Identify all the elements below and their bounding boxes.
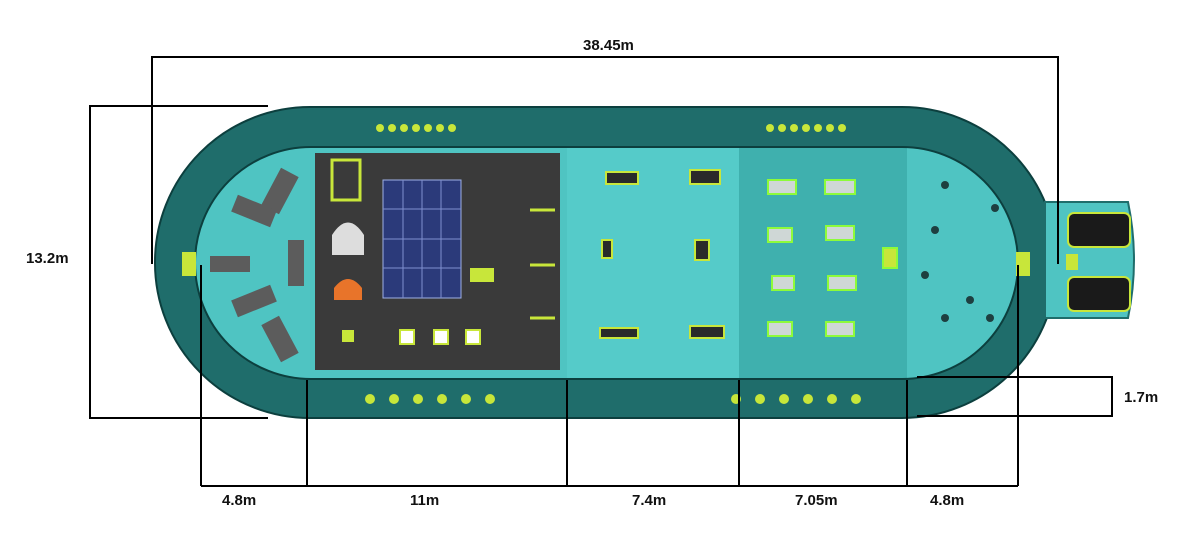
track-lights-top-right — [766, 124, 846, 132]
right-end-marker — [1016, 252, 1030, 276]
dim-track-width-line — [917, 376, 1113, 417]
vehicle-2 — [1067, 276, 1131, 312]
section-2-label: 11m — [410, 492, 440, 509]
overall-width-label: 13.2m — [26, 250, 69, 267]
bench-fan — [210, 167, 304, 363]
vehicle-1 — [1067, 212, 1131, 248]
cardio-machines — [599, 169, 725, 339]
people — [921, 181, 999, 322]
left-end-marker — [182, 252, 196, 276]
zone-cardio — [567, 147, 739, 379]
track-lights-bottom-left — [365, 394, 495, 404]
track-width-label: 1.7m — [1124, 389, 1159, 406]
section-5-label: 4.8m — [930, 492, 965, 509]
solar-grid — [383, 180, 461, 298]
section-1-label: 4.8m — [222, 492, 257, 509]
connector-block — [1066, 254, 1078, 270]
dim-overall-width-line — [89, 105, 268, 419]
overall-length-label: 38.45m — [583, 37, 634, 54]
strength-stations — [767, 179, 898, 337]
dim-overall-length-line — [151, 56, 1059, 264]
track-lights-top-left — [376, 124, 456, 132]
inner-field — [195, 147, 1018, 379]
dimension-lines — [89, 56, 1113, 487]
play-equipment — [330, 158, 555, 345]
zone-strength — [739, 147, 907, 379]
section-3-label: 7.4m — [632, 492, 667, 509]
section-4-label: 7.05m — [795, 492, 838, 509]
